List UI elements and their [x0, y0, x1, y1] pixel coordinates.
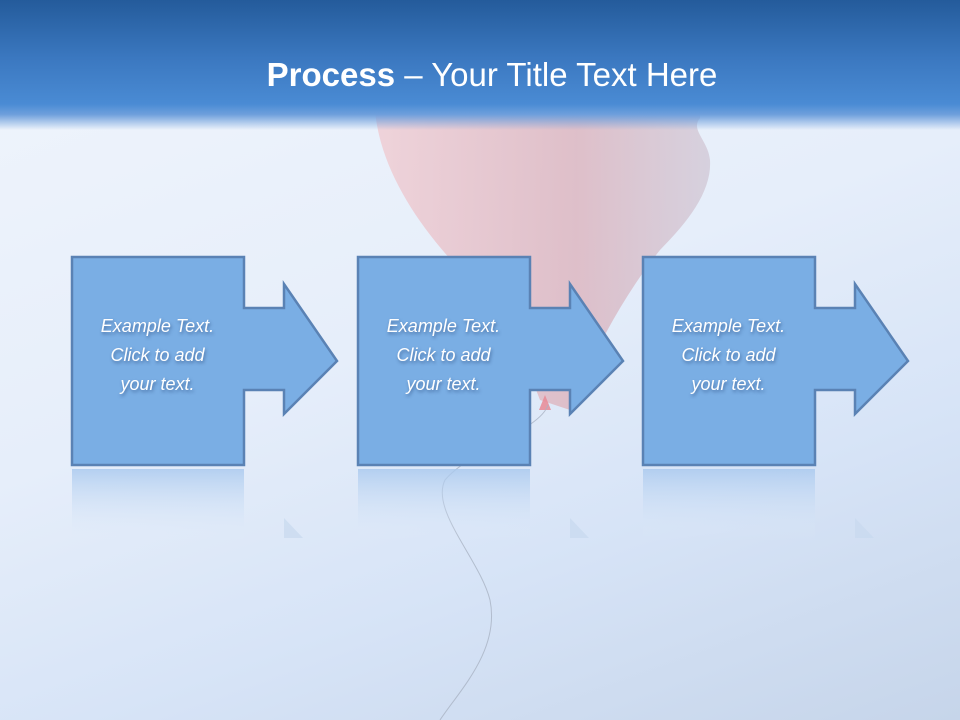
box-arrow-shape — [641, 255, 910, 541]
title-bold: Process — [266, 56, 396, 93]
slide-title[interactable]: Process – Your Title Text Here — [0, 56, 960, 94]
box-arrow-shape — [70, 255, 339, 541]
process-step-3[interactable]: Example Text. Click to add your text. — [641, 255, 914, 556]
box-arrow-shape — [356, 255, 625, 541]
process-step-2[interactable]: Example Text. Click to add your text. — [356, 255, 629, 556]
title-regular: – Your Title Text Here — [395, 56, 718, 93]
process-step-1[interactable]: Example Text. Click to add your text. — [70, 255, 343, 556]
step-text[interactable]: Example Text. Click to add your text. — [671, 316, 786, 394]
step-text[interactable]: Example Text. Click to add your text. — [100, 316, 215, 394]
step-text[interactable]: Example Text. Click to add your text. — [386, 316, 501, 394]
title-banner — [0, 0, 960, 130]
